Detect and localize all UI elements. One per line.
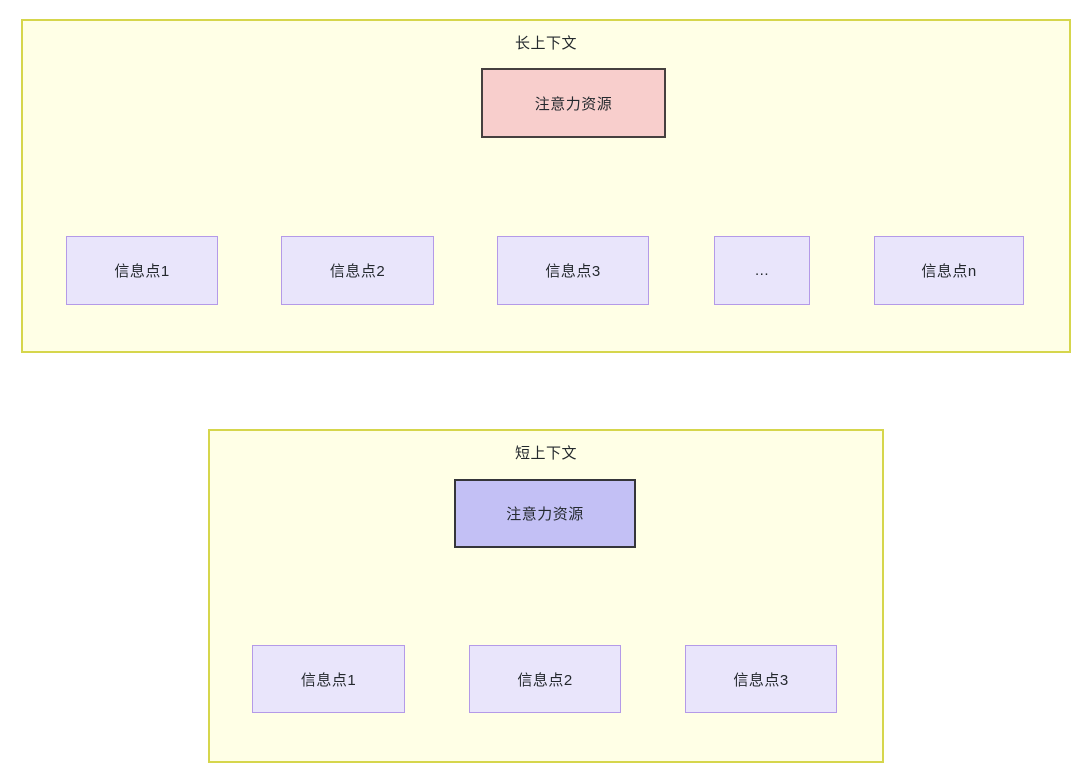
node-label: 信息点1 [300, 671, 357, 689]
node-label: 信息点1 [114, 263, 170, 280]
short-context-info-point-1[interactable]: 信息点1 [252, 645, 405, 713]
node-label: 注意力资源 [534, 95, 613, 113]
short-context-info-point-3[interactable]: 信息点3 [685, 645, 837, 713]
long-context-title: 长上下文 [514, 35, 577, 52]
long-context-info-point-n[interactable]: 信息点n [874, 236, 1024, 305]
long-context-info-point-1[interactable]: 信息点1 [66, 236, 218, 305]
node-label: 注意力资源 [506, 506, 584, 523]
short-context-attention-resource-node[interactable]: 注意力资源 [454, 479, 636, 548]
short-context-title: 短上下文 [514, 445, 577, 462]
node-label: 信息点3 [545, 263, 601, 280]
node-label: 信息点n [921, 263, 977, 280]
short-context-info-point-2[interactable]: 信息点2 [469, 645, 621, 713]
node-label: 信息点2 [517, 671, 573, 689]
node-label: ... [754, 262, 769, 279]
node-label: 信息点2 [329, 263, 386, 280]
long-context-attention-resource-node[interactable]: 注意力资源 [481, 68, 666, 138]
long-context-info-point-ellipsis[interactable]: ... [714, 236, 810, 305]
node-label: 信息点3 [733, 671, 789, 689]
long-context-info-point-2[interactable]: 信息点2 [281, 236, 434, 305]
long-context-info-point-3[interactable]: 信息点3 [497, 236, 649, 305]
